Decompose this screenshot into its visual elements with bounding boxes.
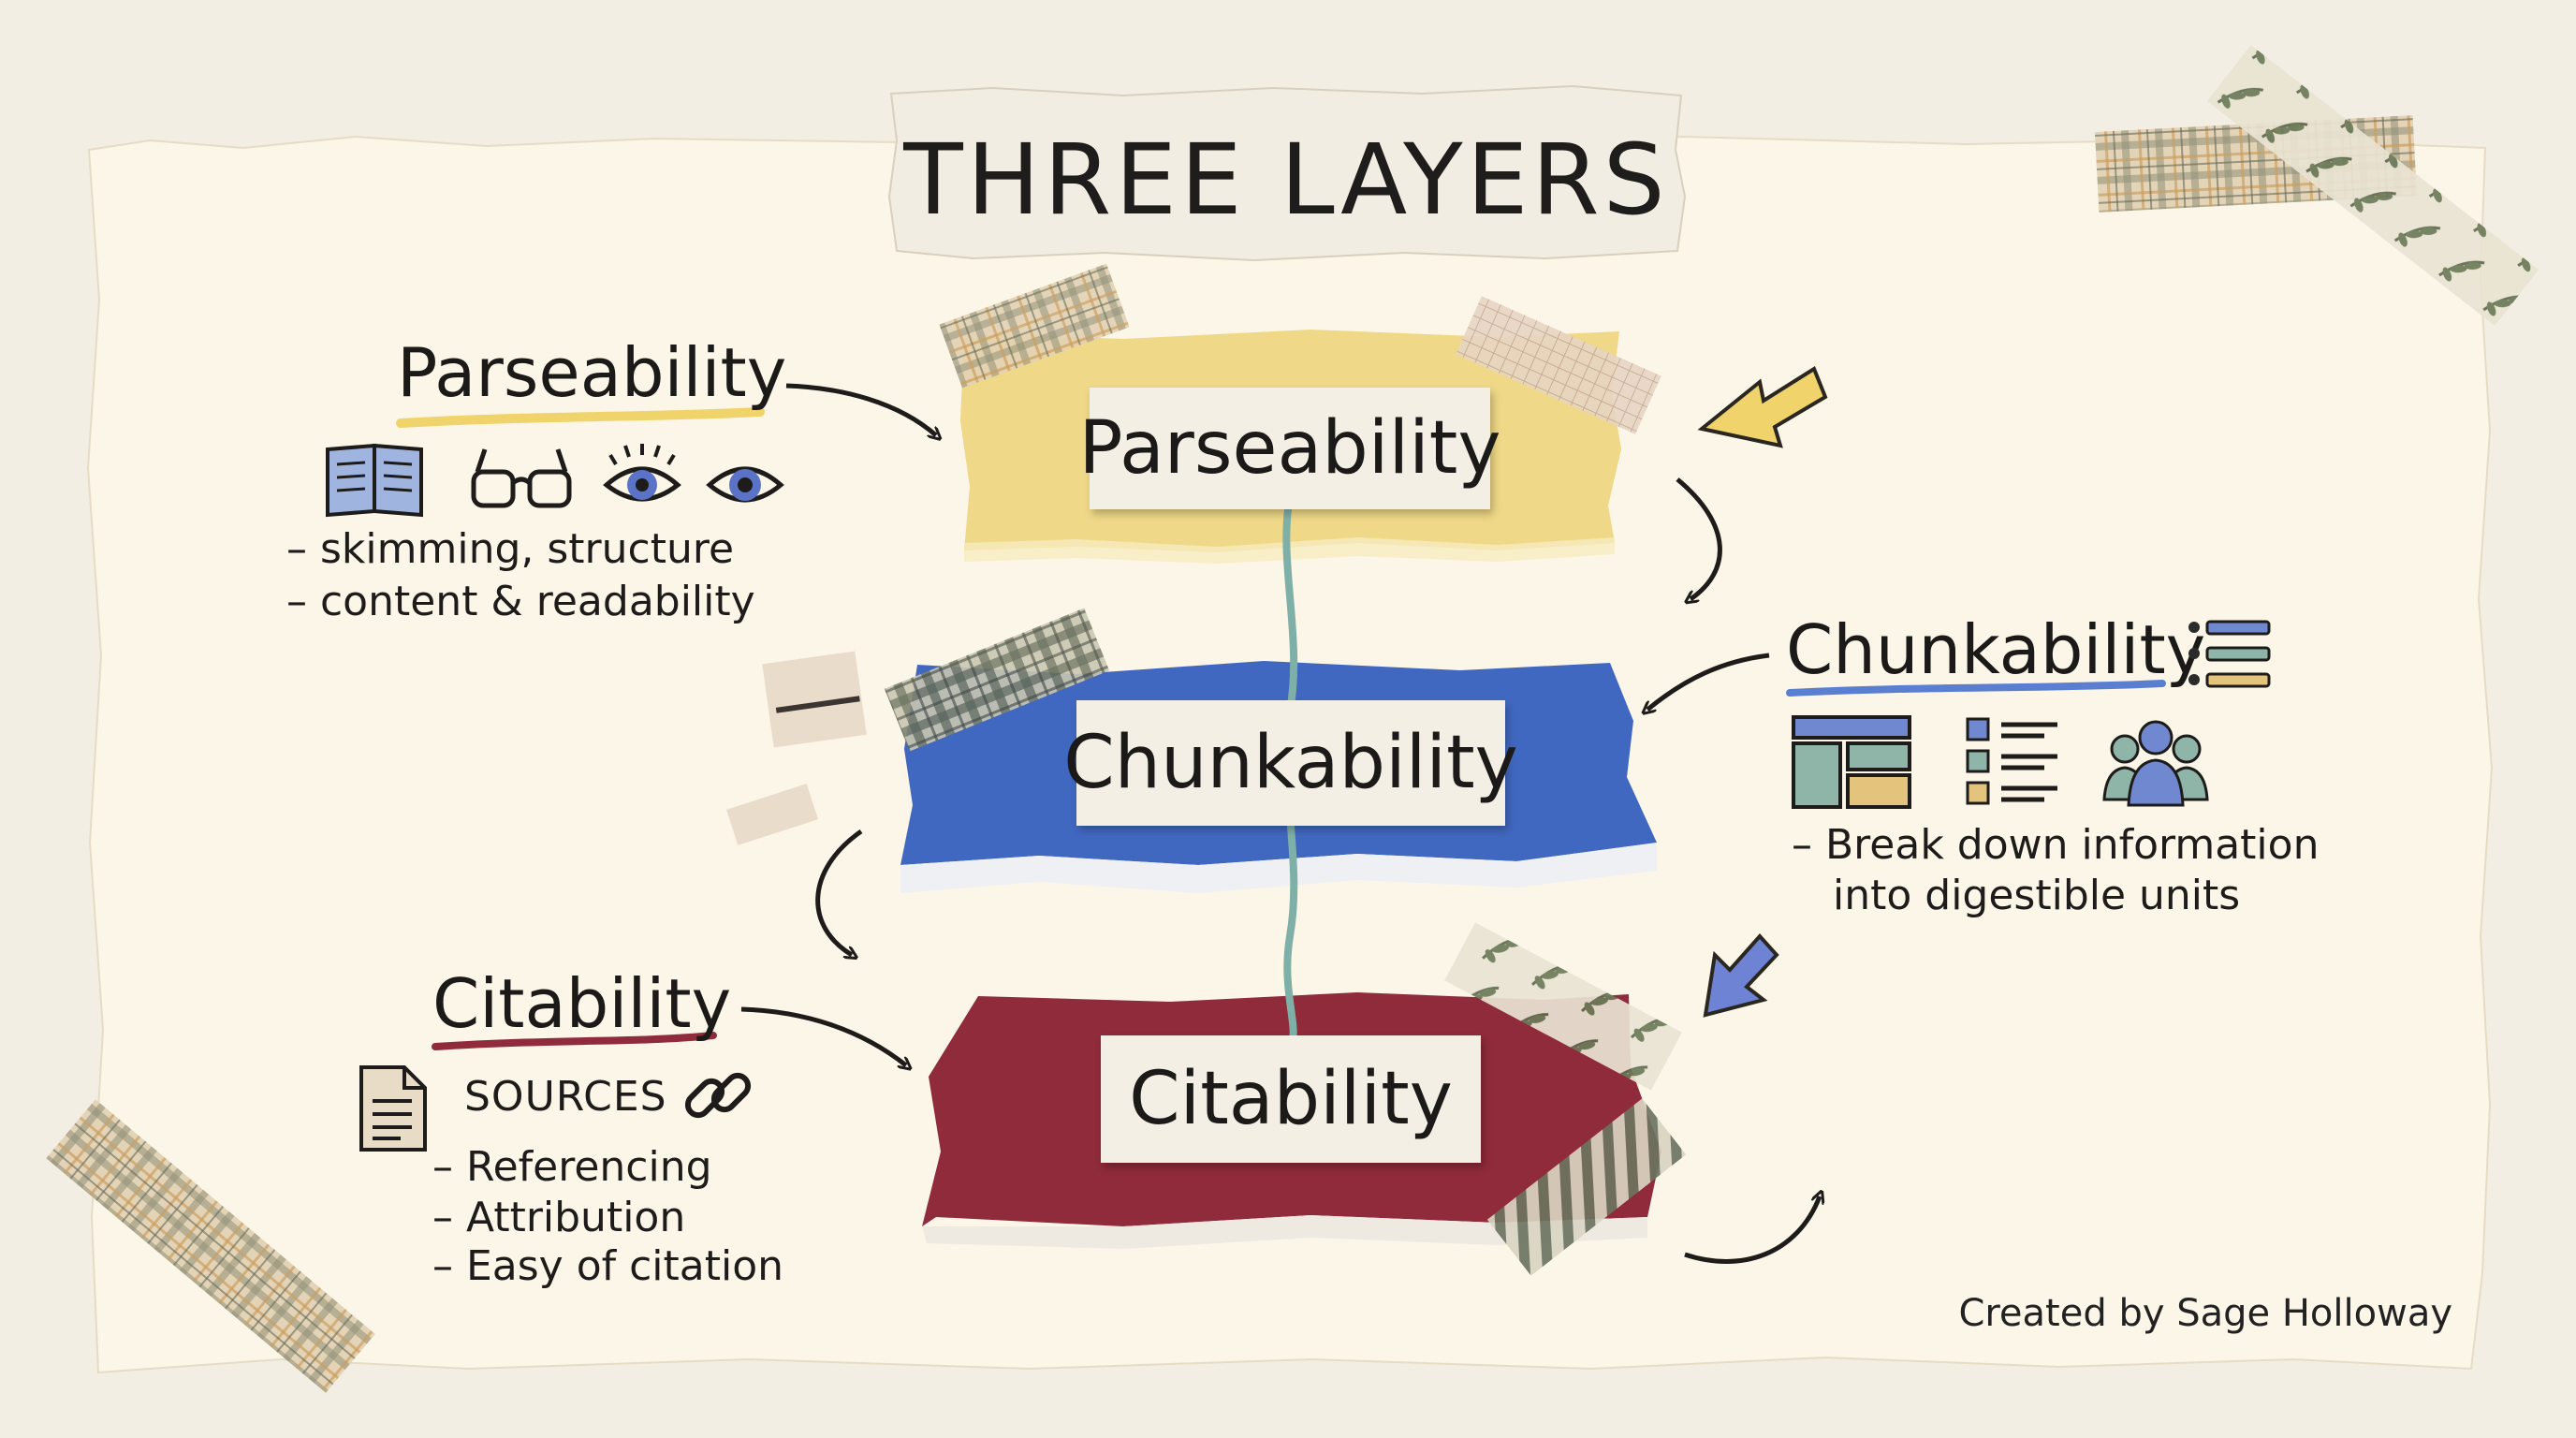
chunkability-heading: Chunkability bbox=[1786, 610, 2206, 689]
eye-icon bbox=[706, 466, 784, 503]
tape-plaid-bottom-left bbox=[46, 1099, 375, 1393]
arrow-chunk-to-strip bbox=[1647, 653, 1770, 710]
citability-underline bbox=[432, 1032, 717, 1050]
people-group-icon bbox=[2102, 720, 2209, 807]
link-icon bbox=[684, 1072, 752, 1119]
chunkability-icons bbox=[1792, 715, 2209, 809]
layer-tag-parseability: Parseability bbox=[1078, 388, 1501, 509]
paper-scrap-2 bbox=[726, 784, 818, 845]
chunkability-list-icon-wrap bbox=[2188, 620, 2271, 688]
parseability-underline bbox=[396, 407, 765, 428]
credit-text: Created by Sage Holloway bbox=[1958, 1292, 2452, 1335]
glasses-icon bbox=[471, 448, 572, 508]
checklist-icon bbox=[1966, 717, 2057, 805]
citability-note-1: – Referencing bbox=[432, 1143, 712, 1191]
tape-leaf-top-right bbox=[2206, 45, 2539, 326]
citability-document-wrap bbox=[359, 1065, 427, 1152]
chunkability-note-1: – Break down information bbox=[1792, 821, 2320, 869]
tape-stripes-bottom bbox=[1486, 1098, 1687, 1276]
blue-arrow-icon bbox=[1703, 933, 1779, 1018]
tape-leaf-right bbox=[1444, 922, 1682, 1091]
parseability-icons bbox=[326, 443, 784, 518]
layer-tag-chunkability: Chunkability bbox=[1063, 700, 1518, 826]
arrow-chunk-down bbox=[815, 829, 863, 955]
yellow-arrow-icon bbox=[1697, 366, 1828, 448]
tape-plaid-top-left bbox=[939, 263, 1130, 389]
citability-heading: Citability bbox=[432, 964, 732, 1043]
layer-tag-citability: Citability bbox=[1101, 1035, 1481, 1163]
citability-link-wrap bbox=[684, 1072, 752, 1119]
list-icon bbox=[2188, 620, 2271, 688]
arrow-bottom-right bbox=[1684, 1196, 1820, 1264]
parseability-heading: Parseability bbox=[397, 333, 787, 412]
arrow-cite-to-strip bbox=[740, 1006, 906, 1065]
eye-lashes-icon bbox=[603, 444, 681, 502]
tape-grid-top-right bbox=[1456, 296, 1661, 434]
open-book-icon bbox=[326, 443, 423, 518]
chunkability-strip-edge bbox=[900, 843, 1657, 893]
tape-plaid-mid-left bbox=[884, 608, 1110, 752]
paper-scrap-1-line bbox=[775, 696, 860, 713]
citability-note-3: – Easy of citation bbox=[432, 1242, 784, 1290]
page-title: THREE LAYERS bbox=[903, 123, 1669, 237]
parseability-note-2: – content & readability bbox=[286, 578, 755, 625]
title-paper bbox=[887, 84, 1687, 262]
paper-scrap-1 bbox=[762, 651, 867, 748]
layout-blocks-icon bbox=[1792, 715, 1911, 809]
arrow-parse-to-strip bbox=[785, 383, 936, 435]
parseability-note-1: – skimming, structure bbox=[286, 525, 735, 573]
citability-note-2: – Attribution bbox=[432, 1194, 686, 1241]
document-icon bbox=[359, 1065, 427, 1152]
citability-strip-edge bbox=[922, 1215, 1647, 1249]
chunkability-note-2: into digestible units bbox=[1833, 872, 2241, 919]
citability-sources-label: SOURCES bbox=[464, 1073, 667, 1121]
chunkability-underline bbox=[1786, 680, 2166, 697]
arrow-parse-down bbox=[1676, 477, 1722, 599]
